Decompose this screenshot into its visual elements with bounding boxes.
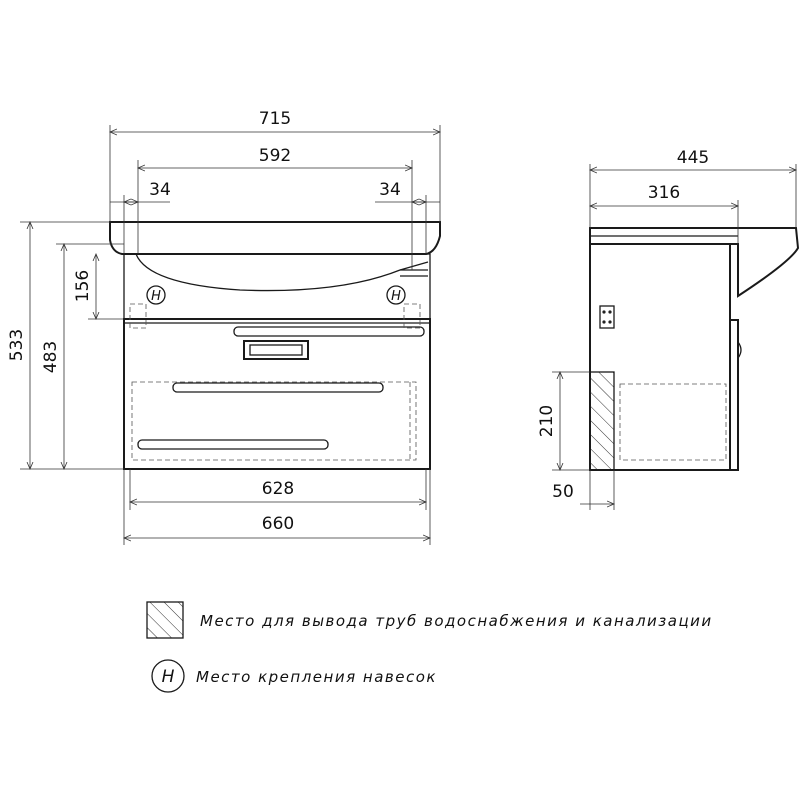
dim-628-label: 628: [262, 479, 294, 499]
dim-445-label: 445: [677, 148, 709, 168]
legend-mount-symbol-label: H: [162, 667, 175, 687]
drain-lines: [400, 269, 428, 277]
side-handle[interactable]: [737, 341, 742, 359]
basin-bowl: [135, 253, 429, 292]
dim-483-label: 483: [41, 341, 61, 373]
legend-mount-text: Место крепления навесок: [196, 668, 437, 686]
dim-50: 50: [552, 470, 614, 510]
mount-point-right: H: [386, 285, 406, 305]
dim-533: 533: [7, 222, 124, 469]
hinge-left: [129, 303, 147, 329]
dim-628: 628: [130, 469, 426, 510]
dim-34-right: 34: [375, 180, 440, 254]
legend: Место для вывода труб водоснабжения и ка…: [146, 601, 713, 693]
side-inner-drawer-hidden: [619, 383, 727, 461]
dim-316-label: 316: [648, 183, 680, 203]
mount-label-right: H: [391, 289, 401, 304]
drawer-handle-box-inner: [249, 344, 303, 356]
pipe-zone-hatched: [589, 371, 615, 471]
dim-210: 210: [537, 372, 590, 470]
dim-715-label: 715: [259, 109, 291, 129]
side-countertop: [589, 227, 800, 298]
dim-210-label: 210: [537, 405, 557, 437]
dim-316: 316: [590, 183, 738, 244]
cabinet-upper: [123, 253, 431, 320]
dim-156-label: 156: [73, 270, 93, 302]
legend-pipe-zone-text: Место для вывода труб водоснабжения и ка…: [200, 612, 713, 630]
mount-point-left: H: [146, 285, 166, 305]
bracket-hole-4: [608, 320, 612, 324]
dim-660-label: 660: [262, 514, 294, 534]
side-front-panel: [729, 319, 739, 471]
dim-533-label: 533: [7, 329, 27, 361]
dim-715: 715: [110, 109, 440, 222]
dim-50-label: 50: [552, 482, 574, 502]
front-view: H H 715 592 34: [7, 109, 441, 545]
bracket-hole-3: [602, 320, 606, 324]
dim-34-left-label: 34: [149, 180, 171, 200]
legend-hatch-swatch: [146, 601, 184, 639]
hinge-right: [403, 303, 421, 329]
dim-34-right-label: 34: [379, 180, 401, 200]
dim-660: 660: [124, 469, 430, 545]
drawer-handle-box[interactable]: [243, 340, 309, 360]
drawer-handle-bottom[interactable]: [137, 439, 329, 450]
dim-34-left: 34: [110, 180, 171, 254]
mount-label-left: H: [151, 289, 161, 304]
dim-445: 445: [590, 148, 796, 228]
basin-top: [109, 221, 441, 255]
bracket-hole-1: [602, 310, 606, 314]
side-view: 445 316 210 50: [537, 148, 800, 510]
dim-483: 483: [41, 244, 124, 469]
bracket-hole-2: [608, 310, 612, 314]
dim-592-label: 592: [259, 146, 291, 166]
dim-156: 156: [73, 254, 124, 319]
inner-drawer-hidden: [131, 381, 417, 461]
drawer-handle-mid[interactable]: [172, 382, 384, 393]
cabinet-body: [123, 318, 431, 470]
drawer-handle-top[interactable]: [233, 326, 425, 337]
dim-592: 592: [138, 146, 412, 270]
legend-mount-symbol: [151, 659, 185, 693]
side-mount-bracket: [599, 305, 615, 329]
